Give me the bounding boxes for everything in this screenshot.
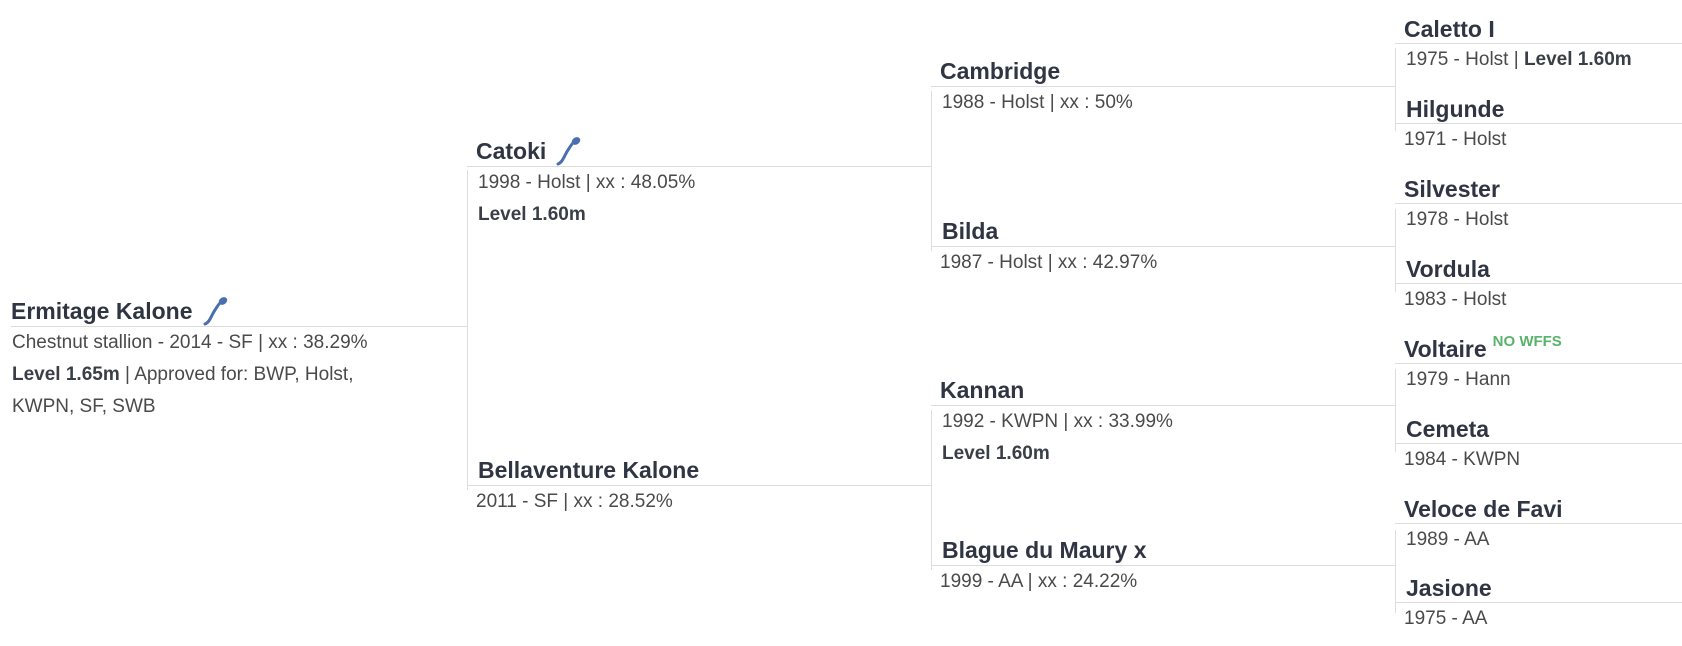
horse-info: 1999 - AA | xx : 24.22% [931, 565, 1395, 598]
horse-info-line: 1992 - KWPN | xx : 33.99% [942, 411, 1173, 432]
connector-line [1395, 530, 1396, 613]
sire-horse: Catoki 1998 - Holst | xx : 48.05% Level … [467, 136, 931, 231]
dam-horse: Bellaventure Kalone 2011 - SF | xx : 28.… [467, 455, 931, 518]
horse-name[interactable]: Kannan [931, 375, 1395, 405]
horse-name[interactable]: Voltaire NO WFFS [1395, 333, 1682, 363]
horse-info: 1984 - KWPN [1395, 443, 1682, 476]
horse-info: 1992 - KWPN | xx : 33.99% Level 1.60m [931, 405, 1395, 470]
horse-info-line: Level 1.60m [942, 438, 1395, 470]
horse-name-text[interactable]: Caletto I [1404, 15, 1495, 42]
horse-name-text[interactable]: Bilda [942, 217, 999, 244]
horse-name[interactable]: Catoki [467, 136, 931, 166]
horse-name[interactable]: Blague du Maury x [931, 535, 1395, 565]
horse-info: Chestnut stallion - 2014 - SF | xx : 38.… [11, 326, 467, 423]
horse-name-text[interactable]: Vordula [1406, 255, 1490, 282]
horse-name-text[interactable]: Silvester [1404, 175, 1500, 202]
connector-line [931, 91, 932, 251]
horse-info: 1979 - Hann [1395, 363, 1682, 396]
level-text: Level 1.60m [478, 204, 586, 225]
dam-sire-horse: Kannan 1992 - KWPN | xx : 33.99% Level 1… [931, 375, 1395, 470]
sire-sire-horse: Cambridge 1988 - Holst | xx : 50% [931, 56, 1395, 119]
horse-name-text[interactable]: Veloce de Favi [1404, 495, 1563, 522]
horse-info-line: 1983 - Holst [1404, 289, 1507, 310]
horse-name[interactable]: Cemeta [1395, 415, 1682, 443]
horse-name[interactable]: Bellaventure Kalone [467, 455, 931, 485]
horse-info-line: Level 1.65m | Approved for: BWP, Holst, [12, 359, 467, 391]
subject-horse: Ermitage Kalone Chestnut stallion - 2014… [11, 296, 467, 423]
horse-info-line: Chestnut stallion - 2014 - SF | xx : 38.… [12, 332, 368, 353]
horse-name-text[interactable]: Ermitage Kalone [11, 297, 193, 324]
ancestor-gen4: Caletto I 1975 - Holst | Level 1.60m [1395, 15, 1682, 76]
dam-dam-horse: Blague du Maury x 1999 - AA | xx : 24.22… [931, 535, 1395, 598]
horse-info: 1988 - Holst | xx : 50% [931, 86, 1395, 119]
sperm-icon[interactable] [555, 136, 581, 166]
ancestor-gen4: Veloce de Favi 1989 - AA [1395, 495, 1682, 556]
horse-info-line: 1984 - KWPN [1404, 449, 1521, 470]
ancestor-gen4: Hilgunde 1971 - Holst [1395, 95, 1682, 156]
ancestor-gen4: Cemeta 1984 - KWPN [1395, 415, 1682, 476]
horse-name-text[interactable]: Kannan [940, 376, 1025, 403]
horse-name-text[interactable]: Voltaire [1404, 335, 1487, 362]
horse-name[interactable]: Ermitage Kalone [11, 296, 467, 326]
horse-info-line: 1999 - AA | xx : 24.22% [940, 571, 1138, 592]
horse-name[interactable]: Jasione [1395, 574, 1682, 602]
horse-info-line: KWPN, SF, SWB [12, 396, 156, 417]
horse-info: 1987 - Holst | xx : 42.97% [931, 246, 1395, 279]
horse-info-line: 1975 - Holst | Level 1.60m [1406, 44, 1682, 76]
horse-name[interactable]: Cambridge [931, 56, 1395, 86]
horse-name[interactable]: Vordula [1395, 255, 1682, 283]
horse-name[interactable]: Silvester [1395, 175, 1682, 203]
horse-info: 1978 - Holst [1395, 203, 1682, 236]
horse-name-text[interactable]: Blague du Maury x [942, 536, 1147, 563]
horse-info-line: 1998 - Holst | xx : 48.05% [478, 172, 696, 193]
horse-info-line: 1978 - Holst [1406, 209, 1509, 230]
horse-info-line: 1987 - Holst | xx : 42.97% [940, 252, 1158, 273]
ancestor-gen4: Vordula 1983 - Holst [1395, 255, 1682, 316]
level-text: Level 1.60m [942, 443, 1050, 464]
horse-info-line: 1975 - AA [1404, 608, 1488, 629]
connector-line [467, 170, 468, 490]
horse-info-line: 1971 - Holst [1404, 129, 1507, 150]
approved-text: | Approved for: BWP, Holst, [119, 364, 354, 385]
connector-line [931, 410, 932, 570]
horse-info: 1971 - Holst [1395, 123, 1682, 156]
connector-line [1395, 48, 1396, 131]
horse-info: 1983 - Holst [1395, 283, 1682, 316]
connector-line [1395, 209, 1396, 292]
wffs-status-badge: NO WFFS [1492, 333, 1562, 350]
ancestor-gen4: Voltaire NO WFFS 1979 - Hann [1395, 333, 1682, 396]
horse-info-line: 1988 - Holst | xx : 50% [942, 92, 1133, 113]
horse-name[interactable]: Veloce de Favi [1395, 495, 1682, 523]
horse-info: 1975 - Holst | Level 1.60m [1395, 43, 1682, 76]
ancestor-gen4: Jasione 1975 - AA [1395, 574, 1682, 635]
horse-name[interactable]: Caletto I [1395, 15, 1682, 43]
horse-info-line: 1979 - Hann [1406, 369, 1511, 390]
horse-name-text[interactable]: Cemeta [1406, 415, 1490, 442]
horse-info-line: 1989 - AA [1406, 529, 1490, 550]
horse-name[interactable]: Hilgunde [1395, 95, 1682, 123]
level-text: Level 1.65m [12, 364, 120, 385]
sperm-icon[interactable] [202, 296, 228, 326]
horse-name-text[interactable]: Jasione [1406, 574, 1492, 601]
level-text: Level 1.60m [1523, 49, 1632, 70]
horse-info: 1989 - AA [1395, 523, 1682, 556]
horse-name[interactable]: Bilda [931, 216, 1395, 246]
horse-name-text[interactable]: Bellaventure Kalone [478, 456, 700, 483]
horse-name-text[interactable]: Hilgunde [1406, 95, 1505, 122]
horse-info-line: Level 1.60m [478, 199, 931, 231]
horse-info: 1975 - AA [1395, 602, 1682, 635]
horse-info-line: 2011 - SF | xx : 28.52% [476, 491, 673, 512]
sire-dam-horse: Bilda 1987 - Holst | xx : 42.97% [931, 216, 1395, 279]
ancestor-gen4: Silvester 1978 - Holst [1395, 175, 1682, 236]
horse-name-text[interactable]: Catoki [476, 137, 547, 164]
horse-info: 2011 - SF | xx : 28.52% [467, 485, 931, 518]
connector-line [1395, 369, 1396, 452]
horse-name-text[interactable]: Cambridge [940, 57, 1061, 84]
info-text: 1975 - Holst | [1406, 49, 1524, 70]
horse-info: 1998 - Holst | xx : 48.05% Level 1.60m [467, 166, 931, 231]
